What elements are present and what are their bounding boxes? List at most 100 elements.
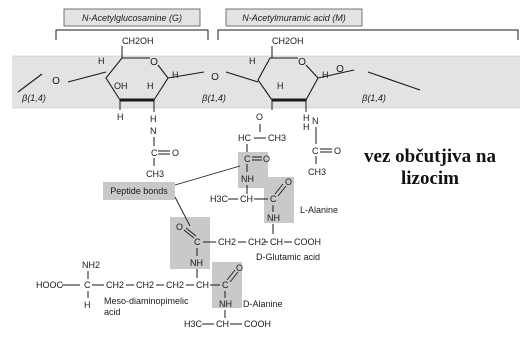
amide1-c: C xyxy=(244,154,251,164)
peptide-bonds-label: Peptide bonds xyxy=(110,186,168,196)
l-alanine-residue: H3C CH C O NH L-Alanine xyxy=(210,177,338,223)
dglu-ch2-b: CH2 xyxy=(248,237,266,247)
nam-ring: O CH2OH H H H O H xyxy=(249,36,329,123)
callout-line-1: vez občutjiva na xyxy=(364,146,496,167)
dglu-cooh: COOH xyxy=(294,237,321,247)
nam-h3: H xyxy=(322,70,329,80)
right-linkage xyxy=(317,69,421,91)
peptide-bond-2 xyxy=(264,177,294,223)
callout-line-2: lizocim xyxy=(400,168,460,189)
nag-bracket xyxy=(55,29,209,40)
peptide-bonds-pointer-2 xyxy=(174,196,191,227)
middle-beta-label: β(1,4) xyxy=(201,93,226,103)
dala-h3c: H3C xyxy=(184,319,203,329)
nam-ring-oxygen: O xyxy=(298,57,306,68)
meso-dap-label-1: Meso-diaminopimelic xyxy=(104,296,189,306)
nag-lower-bonds xyxy=(119,100,155,112)
peptide-bond-1 xyxy=(238,152,268,188)
dap-carbonyl-c: C xyxy=(222,280,229,290)
dap-hooc: HOOC xyxy=(36,280,64,290)
amide1-double xyxy=(252,156,262,161)
dap-ch2-c: CH2 xyxy=(166,280,184,290)
peptide-bonds-label-box xyxy=(103,182,175,200)
left-beta-label: β(1,4) xyxy=(21,93,46,103)
nag-carbonyl-c: C xyxy=(151,148,158,158)
nam-ch2oh: CH2OH xyxy=(272,36,304,46)
amide-1: C O NH xyxy=(241,154,270,184)
dap-nh2: NH2 xyxy=(82,260,100,270)
dap-ch2-b: CH2 xyxy=(136,280,154,290)
peptide-bonds-pointer-1 xyxy=(174,165,241,186)
nag-carbonyl-double xyxy=(158,150,170,155)
nam-n: N xyxy=(312,116,319,126)
dglu-ch: CH xyxy=(270,237,283,247)
nag-carbonyl-o: O xyxy=(172,148,179,158)
lactyl-ch3: CH3 xyxy=(268,133,286,143)
meso-dap-residue: NH2 HOOC C H CH2 CH2 CH2 CH C O Meso-dia… xyxy=(36,260,243,317)
nam-h1: H xyxy=(249,56,256,66)
meso-dap-label-2: acid xyxy=(104,307,121,317)
nam-label-box xyxy=(225,8,363,27)
dap-c: C xyxy=(84,280,91,290)
d-glutamic-label: D-Glutamic acid xyxy=(256,252,320,262)
dglu-ch2-a: CH2 xyxy=(218,237,236,247)
nam-lower-bonds xyxy=(271,100,307,112)
nam-bracket xyxy=(217,29,519,40)
amide1-nh: NH xyxy=(241,174,254,184)
dglu-carbonyl-c: C xyxy=(194,237,201,247)
nag-n: N xyxy=(150,126,157,136)
backbone-band-edge xyxy=(12,55,520,109)
nag-ch2oh: CH2OH xyxy=(122,36,154,46)
nag-oh: OH xyxy=(114,81,128,91)
lala-h3c: H3C xyxy=(210,194,229,204)
d-glutamic-residue: C O CH2 CH2 CH COOH D-Glutamic acid NH xyxy=(176,222,321,268)
nag-h3: H xyxy=(172,70,179,80)
d-alanine-residue: D-Alanine H3C CH COOH xyxy=(184,299,283,329)
sugar-labels: N-Acetylglucosamine (G) N-Acetylmuramic … xyxy=(55,8,519,40)
nag-h2: H xyxy=(147,81,154,91)
dglu-carbonyl-o: O xyxy=(176,222,183,232)
amide4-nh: NH xyxy=(219,299,232,309)
dala-cooh: COOH xyxy=(244,319,271,329)
backbone-band xyxy=(12,56,520,108)
amide1-o: O xyxy=(263,154,270,164)
nag-ring-oxygen: O xyxy=(150,57,158,68)
nag-ch3: CH3 xyxy=(146,169,164,179)
nam-carbonyl-c: C xyxy=(312,146,319,156)
nam-acetamido: H N C O CH3 xyxy=(303,116,341,177)
dap-ch: CH xyxy=(196,280,209,290)
nag-label: N-Acetylglucosamine (G) xyxy=(82,13,182,23)
nag-h4: H xyxy=(117,112,124,122)
dap-h: H xyxy=(84,300,91,310)
amide3-nh: NH xyxy=(190,258,203,268)
nag-label-box xyxy=(63,8,201,27)
lala-ch: CH xyxy=(240,194,253,204)
amide2-nh: NH xyxy=(267,213,280,223)
dap-carbonyl-o: O xyxy=(236,263,243,273)
nam-ring-ether-o: O xyxy=(256,112,263,122)
lala-carbonyl-c: C xyxy=(270,194,277,204)
nam-h4: H xyxy=(303,113,310,123)
peptide-bonds-callout: Peptide bonds xyxy=(103,165,241,227)
lactyl-hc: HC xyxy=(238,133,251,143)
right-beta-label: β(1,4) xyxy=(361,93,386,103)
left-linkage xyxy=(17,71,107,93)
nag-ring: O CH2OH H OH H H H xyxy=(98,36,179,122)
nam-label: N-Acetylmuramic acid (M) xyxy=(242,13,346,23)
l-alanine-label: L-Alanine xyxy=(300,205,338,215)
lactyl-group: HC CH3 xyxy=(238,124,286,152)
lysozyme-sensitive-bond-note: vez občutjiva na lizocim xyxy=(340,146,520,190)
d-alanine-label: D-Alanine xyxy=(243,299,283,309)
nag-acetamido: H N C O CH3 xyxy=(146,114,179,179)
nam-carbonyl-o: O xyxy=(334,146,341,156)
middle-oxygen: O xyxy=(211,72,219,83)
glycan-backbone: O β(1,4) O CH2OH H OH H H H H N C O CH3 xyxy=(12,36,520,179)
nam-ch3: CH3 xyxy=(308,167,326,177)
dap-carbonyl-double xyxy=(226,269,239,283)
nag-h1: H xyxy=(98,56,105,66)
dglu-carbonyl-double xyxy=(183,227,197,239)
middle-linkage xyxy=(167,71,259,83)
lala-carbonyl-o: O xyxy=(285,177,292,187)
lala-carbonyl-double xyxy=(274,183,287,197)
